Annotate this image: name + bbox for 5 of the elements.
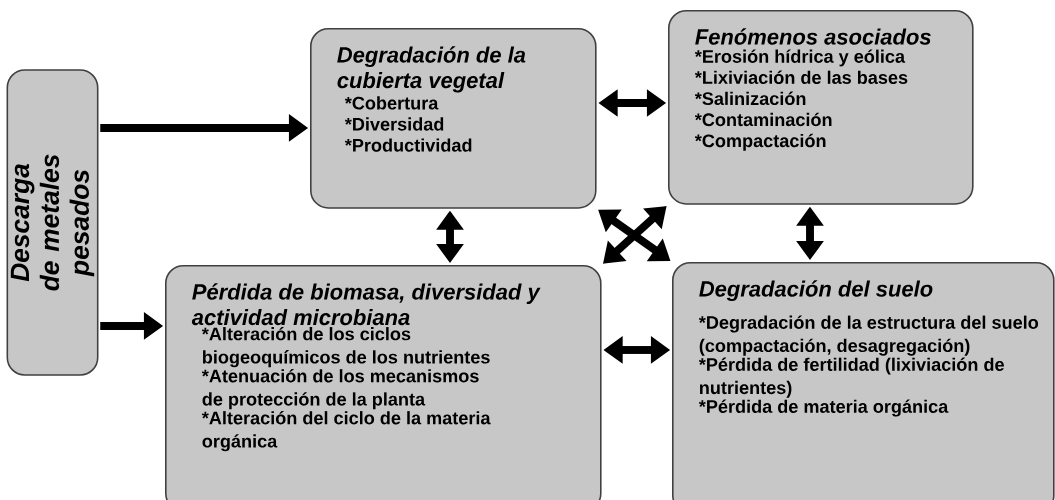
process-box: Pérdida de biomasa, diversidad y actividad microbiana *Alteración de los ciclos biogeoquímicos de los nutrientes *Atenuación de los mecanismos de protección de la planta *Alteración del ciclo de la materia orgánica [165,265,602,500]
process-box: Degradación de la cubierta vegetal *Cobertura *Diversidad *Productividad [310,28,597,209]
process-box: Fenómenos asociados *Erosión hídrica y eólica *Lixiviación de las bases *Salinización *Contaminación *Compactación [668,10,974,205]
process-box: Degradación del suelo *Degradación de la estructura del suelo (compactación, desagregación) *Pérdida de fertilidad (lixiviación de nutrientes) *Pérdida de materia orgánica [672,262,1055,500]
source-box: Descarga de metales pesados [6,69,99,376]
